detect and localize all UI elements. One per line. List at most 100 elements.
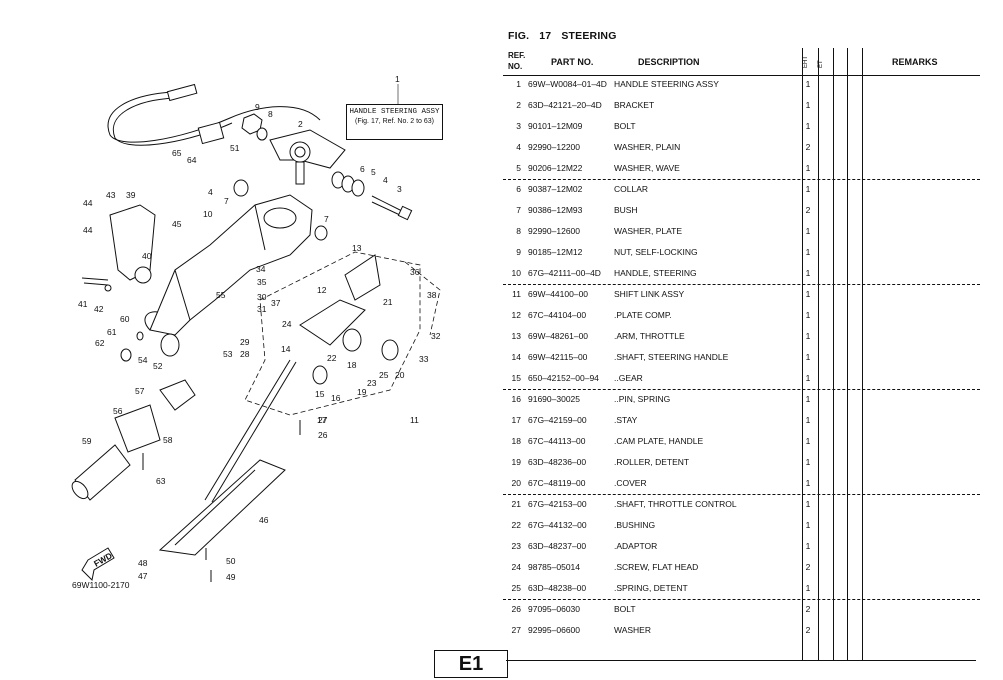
ref-no-cell: 27	[511, 625, 521, 635]
callout-46: 46	[259, 515, 269, 525]
callout-3: 3	[397, 184, 402, 194]
description-cell: .BUSHING	[614, 520, 656, 530]
ref-no-cell: 12	[511, 310, 521, 320]
part-no-cell: 650–42152–00–94	[528, 373, 599, 383]
ref-no-cell: 14	[511, 352, 521, 362]
quantity-cell: 1	[805, 415, 811, 425]
quantity-cell: 1	[805, 289, 811, 299]
footer-rule	[506, 660, 976, 661]
description-cell: WASHER, PLATE	[614, 226, 683, 236]
fig-number: 17	[539, 30, 552, 42]
ref-no-cell: 19	[511, 457, 521, 467]
ref-no-cell: 25	[511, 583, 521, 593]
callout-21: 21	[383, 297, 393, 307]
part-no-cell: 90386–12M93	[528, 205, 583, 215]
part-no-cell: 67G–42153–00	[528, 499, 587, 509]
ref-no-cell: 3	[516, 121, 521, 131]
callout-7: 7	[224, 196, 229, 206]
ref-no-cell: 5	[516, 163, 521, 173]
callout-45: 45	[172, 219, 182, 229]
callout-54: 54	[138, 355, 148, 365]
quantity-cell: 1	[805, 184, 811, 194]
description-cell: ..PIN, SPRING	[614, 394, 671, 404]
callout-20: 20	[395, 370, 405, 380]
callout-49: 49	[226, 572, 236, 582]
callout-55: 55	[216, 290, 226, 300]
callout-12: 12	[317, 285, 327, 295]
description-cell: .SCREW, FLAT HEAD	[614, 562, 699, 572]
description-cell: HANDLE STEERING ASSY	[614, 79, 719, 89]
description-cell: .SHAFT, THROTTLE CONTROL	[614, 499, 737, 509]
callout-44: 44	[83, 198, 93, 208]
callout-65: 65	[172, 148, 182, 158]
callout-28: 28	[240, 349, 250, 359]
callout-labels: 1 2 3 4 4 5 6 7 7 8 9 10 11 12 13 14 15 …	[78, 74, 441, 582]
diagram-code: 69W1100-2170	[72, 580, 130, 590]
callout-5: 5	[371, 167, 376, 177]
ref-no-cell: 11	[512, 289, 521, 299]
quantity-cell: 1	[805, 268, 811, 278]
page-code: E1	[434, 650, 508, 678]
quantity-cell: 1	[805, 541, 811, 551]
description-cell: .ROLLER, DETENT	[614, 457, 690, 467]
ref-no-cell: 9	[516, 247, 521, 257]
callout-25: 25	[379, 370, 389, 380]
callout-35: 35	[257, 277, 267, 287]
quantity-cell: 1	[805, 310, 811, 320]
group-separator	[503, 599, 980, 600]
callout-17: 17	[317, 415, 327, 425]
quantity-cell: 1	[805, 247, 811, 257]
column-divider	[833, 48, 834, 660]
group-separator	[503, 494, 980, 495]
subassembly-title: HANDLE STEERING ASSY	[349, 108, 440, 116]
ref-no-cell: 18	[511, 436, 521, 446]
callout-30: 30	[257, 292, 267, 302]
callout-62: 62	[95, 338, 105, 348]
part-no-cell: 63D–48237–00	[528, 541, 587, 551]
header-remarks: REMARKS	[892, 57, 938, 67]
quantity-cell: 1	[805, 583, 811, 593]
callout-19: 19	[357, 387, 367, 397]
part-no-cell: 67C–44113–00	[528, 436, 586, 446]
description-cell: WASHER	[614, 625, 651, 635]
callout-33: 33	[419, 354, 429, 364]
ref-no-cell: 6	[516, 184, 521, 194]
callout-8: 8	[268, 109, 273, 119]
ref-no-cell: 26	[511, 604, 521, 614]
quantity-cell: 2	[805, 562, 811, 572]
ref-no-cell: 10	[511, 268, 521, 278]
callout-9: 9	[255, 102, 260, 112]
part-no-cell: 67C–44104–00	[528, 310, 587, 320]
description-cell: SHIFT LINK ASSY	[614, 289, 685, 299]
callout-41: 41	[78, 299, 88, 309]
quantity-cell: 1	[805, 331, 811, 341]
description-cell: .ADAPTOR	[614, 541, 658, 551]
description-cell: HANDLE, STEERING	[614, 268, 697, 278]
steering-exploded-view: 1 2 3 4 4 5 6 7 7 8 9 10 11 12 13 14 15 …	[71, 74, 441, 582]
parts-table: REF. NO. PART NO. DESCRIPTION EHT ET REM…	[503, 48, 980, 660]
ref-no-cell: 23	[511, 541, 521, 551]
quantity-cell: 1	[805, 100, 811, 110]
ref-no-cell: 8	[516, 226, 521, 236]
quantity-cell: 1	[805, 436, 811, 446]
header-ref-line2: NO.	[508, 62, 523, 71]
part-no-cell: 69W–W0084–01–4D	[528, 79, 607, 89]
quantity-cell: 2	[805, 604, 811, 614]
ref-no-cell: 22	[511, 520, 521, 530]
callout-61: 61	[107, 327, 117, 337]
subassembly-label-box: HANDLE STEERING ASSY (Fig. 17, Ref. No. …	[346, 104, 443, 140]
